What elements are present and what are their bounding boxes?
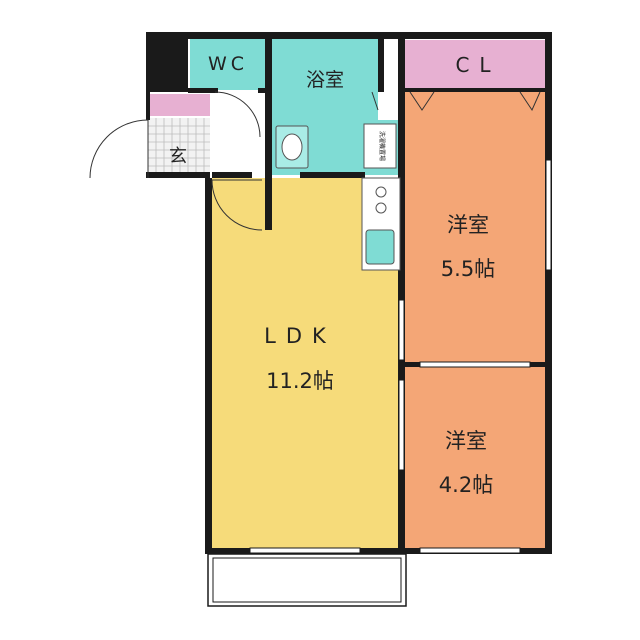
western-room-2-label: 洋室: [445, 429, 487, 453]
western-room-2-floor: [403, 365, 548, 550]
stove-icon: [375, 186, 387, 214]
western-room-1-size: 5.5帖: [441, 257, 495, 281]
entrance-tile: [148, 118, 210, 176]
ldk-size: 11.2帖: [266, 369, 334, 393]
western-room-1-label: 洋室: [447, 213, 489, 237]
western-room-1-floor: [403, 90, 548, 365]
closet-label: CL: [455, 53, 500, 77]
balcony: [207, 553, 407, 607]
bath-label: 浴室: [306, 69, 344, 91]
western-room-2-size: 4.2帖: [439, 473, 493, 497]
sink-icon: [365, 229, 395, 265]
closet-floor: [405, 40, 545, 90]
wc-label: WC: [208, 53, 248, 75]
wc-floor: [190, 38, 266, 90]
ldk-label: LDK: [264, 324, 336, 348]
door-swings: [89, 91, 541, 231]
walls: [146, 32, 552, 554]
bath-floor: [271, 38, 378, 120]
entrance-label: 玄: [169, 146, 187, 167]
shoe-cabinet: [148, 94, 210, 116]
washer-label: 洗濯機置場: [378, 131, 386, 161]
washer-space: [363, 123, 397, 169]
windows: [249, 159, 552, 554]
